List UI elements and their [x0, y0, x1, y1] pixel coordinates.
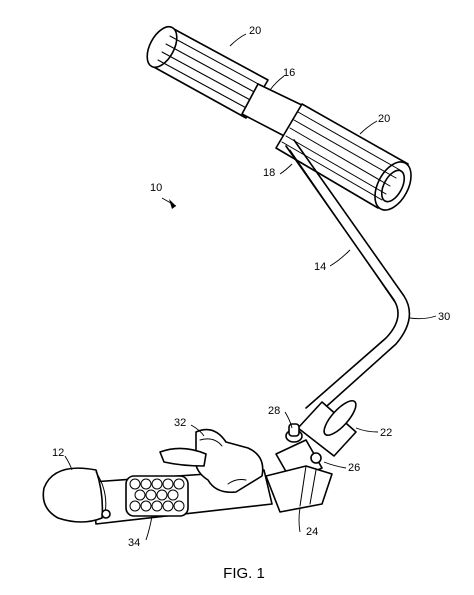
handle-assembly — [146, 25, 412, 211]
label-grip-lower: 20 — [378, 113, 390, 125]
label-sleeve: 22 — [380, 427, 392, 439]
upper-grip — [146, 25, 269, 119]
sleeve — [297, 399, 357, 457]
label-handle-joint: 18 — [263, 167, 275, 179]
label-grip-upper: 20 — [249, 25, 261, 37]
lower-grip — [275, 103, 412, 211]
reference-numerals: 10 20 16 20 18 14 30 28 22 32 12 26 24 3… — [52, 25, 450, 549]
label-housing: 24 — [306, 526, 318, 538]
label-handle-center: 16 — [283, 67, 295, 79]
leader-lines — [64, 33, 437, 541]
label-tip: 12 — [52, 447, 64, 459]
housing — [265, 465, 333, 513]
label-hinge-pin: 26 — [348, 462, 360, 474]
label-bend: 30 — [438, 311, 450, 323]
label-shaft: 14 — [314, 261, 326, 273]
figure-caption: FIG. 1 — [223, 565, 265, 582]
stimulator — [159, 428, 264, 494]
insertable-body — [42, 428, 273, 525]
bead-cluster — [125, 475, 189, 517]
label-beads: 34 — [128, 537, 140, 549]
label-stimulator: 32 — [174, 417, 186, 429]
label-knob: 28 — [268, 405, 280, 417]
shaft — [285, 139, 411, 415]
label-assembly: 10 — [150, 182, 162, 194]
